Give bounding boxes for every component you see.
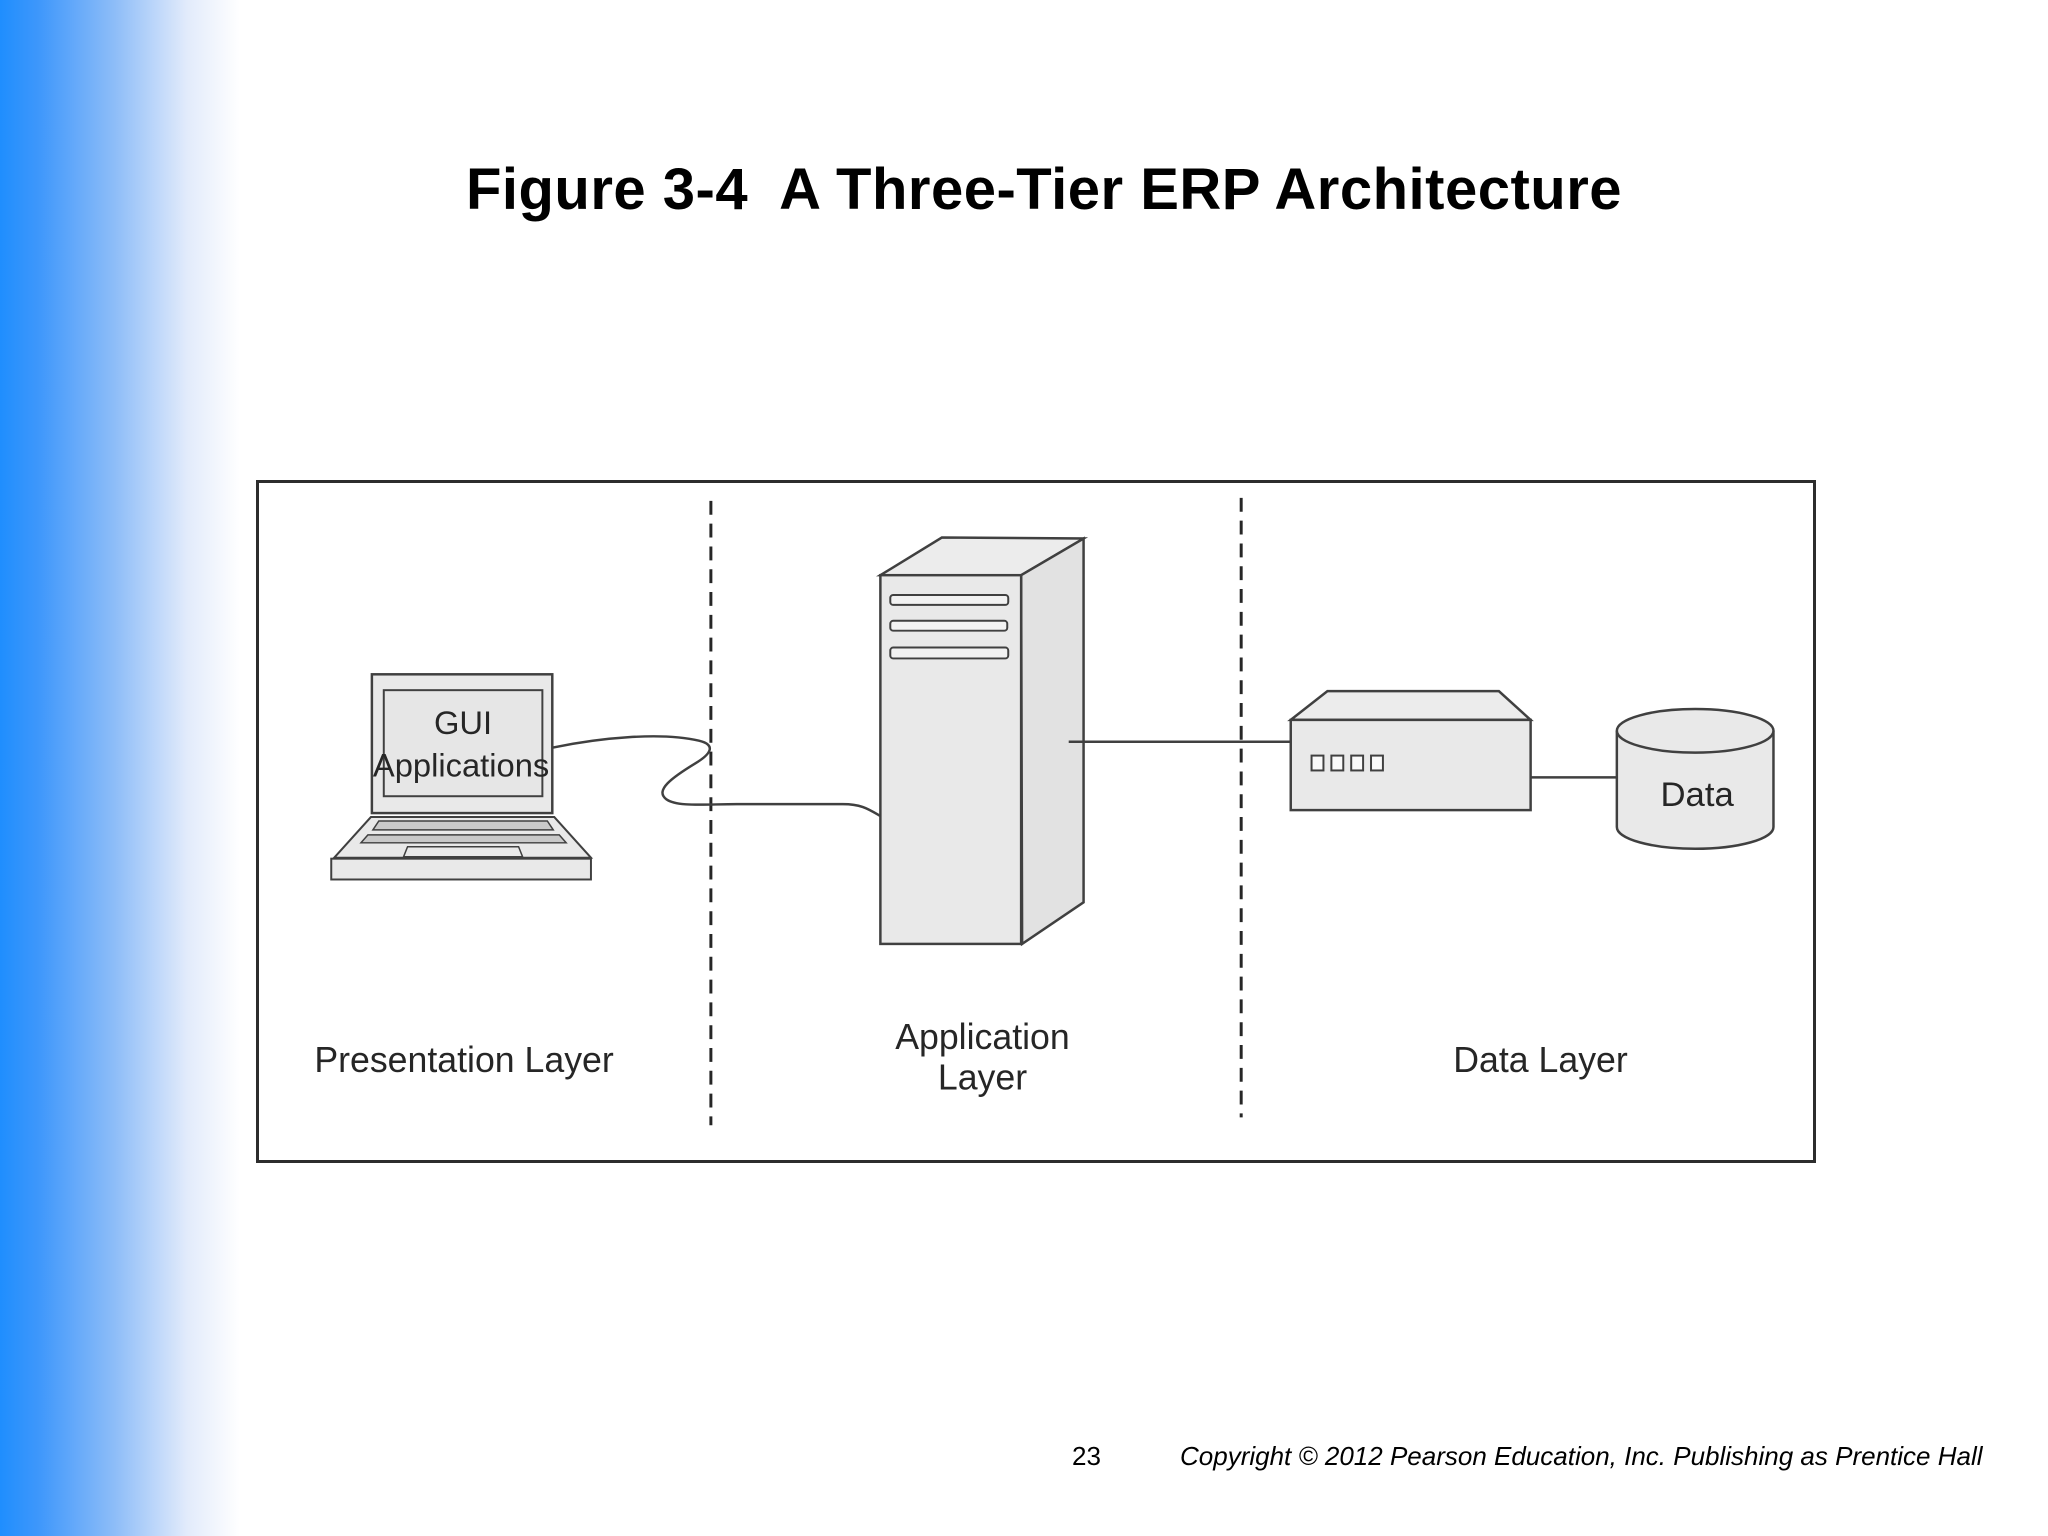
laptop-icon: GUI Applications (330, 673, 594, 881)
storage-drive-led (1350, 754, 1365, 772)
laptop-base (330, 857, 592, 881)
slide-footer: 23 Copyright © 2012 Pearson Education, I… (0, 1441, 2048, 1481)
presentation-layer-label: Presentation Layer (314, 1040, 614, 1080)
laptop-hinge-bar (371, 820, 555, 831)
figure-frame: GUI Applications (256, 480, 1816, 1163)
server-vent-slot (889, 646, 1010, 660)
database-body (1615, 730, 1775, 850)
slide-title: Figure 3-4 A Three-Tier ERP Architecture (465, 157, 1623, 222)
database-label: Data (1661, 776, 1735, 814)
architecture-diagram: GUI Applications (314, 497, 1775, 1126)
database-top (1615, 707, 1775, 754)
copyright-text: Copyright © 2012 Pearson Education, Inc.… (1180, 1441, 1983, 1471)
storage-top-face (1287, 689, 1534, 722)
laptop-screen-text-line2: Applications (373, 746, 549, 783)
server-front-face (879, 573, 1023, 946)
laptop-screen-text-line1: GUI (434, 704, 492, 741)
storage-drive-led (1370, 754, 1384, 772)
database-cylinder-icon: Data (1615, 707, 1775, 850)
data-layer-label: Data Layer (1453, 1040, 1628, 1080)
left-gradient-stripe (0, 0, 240, 1536)
server-tower-icon (875, 536, 1089, 947)
page-number: 23 (1072, 1441, 1101, 1471)
server-vent-slot (889, 594, 1010, 606)
laptop-key-row (359, 834, 568, 844)
storage-front-face (1289, 718, 1532, 812)
storage-unit-icon (1287, 689, 1534, 812)
laptop-trackpad (402, 846, 524, 858)
storage-drive-led (1310, 754, 1325, 772)
application-layer-label-line2: Layer (938, 1058, 1027, 1098)
storage-drive-led (1330, 754, 1345, 772)
server-vent-slot (889, 619, 1009, 632)
application-layer-label-line1: Application (895, 1017, 1070, 1057)
laptop-screen (382, 689, 544, 798)
network-cable-icon (552, 735, 882, 818)
